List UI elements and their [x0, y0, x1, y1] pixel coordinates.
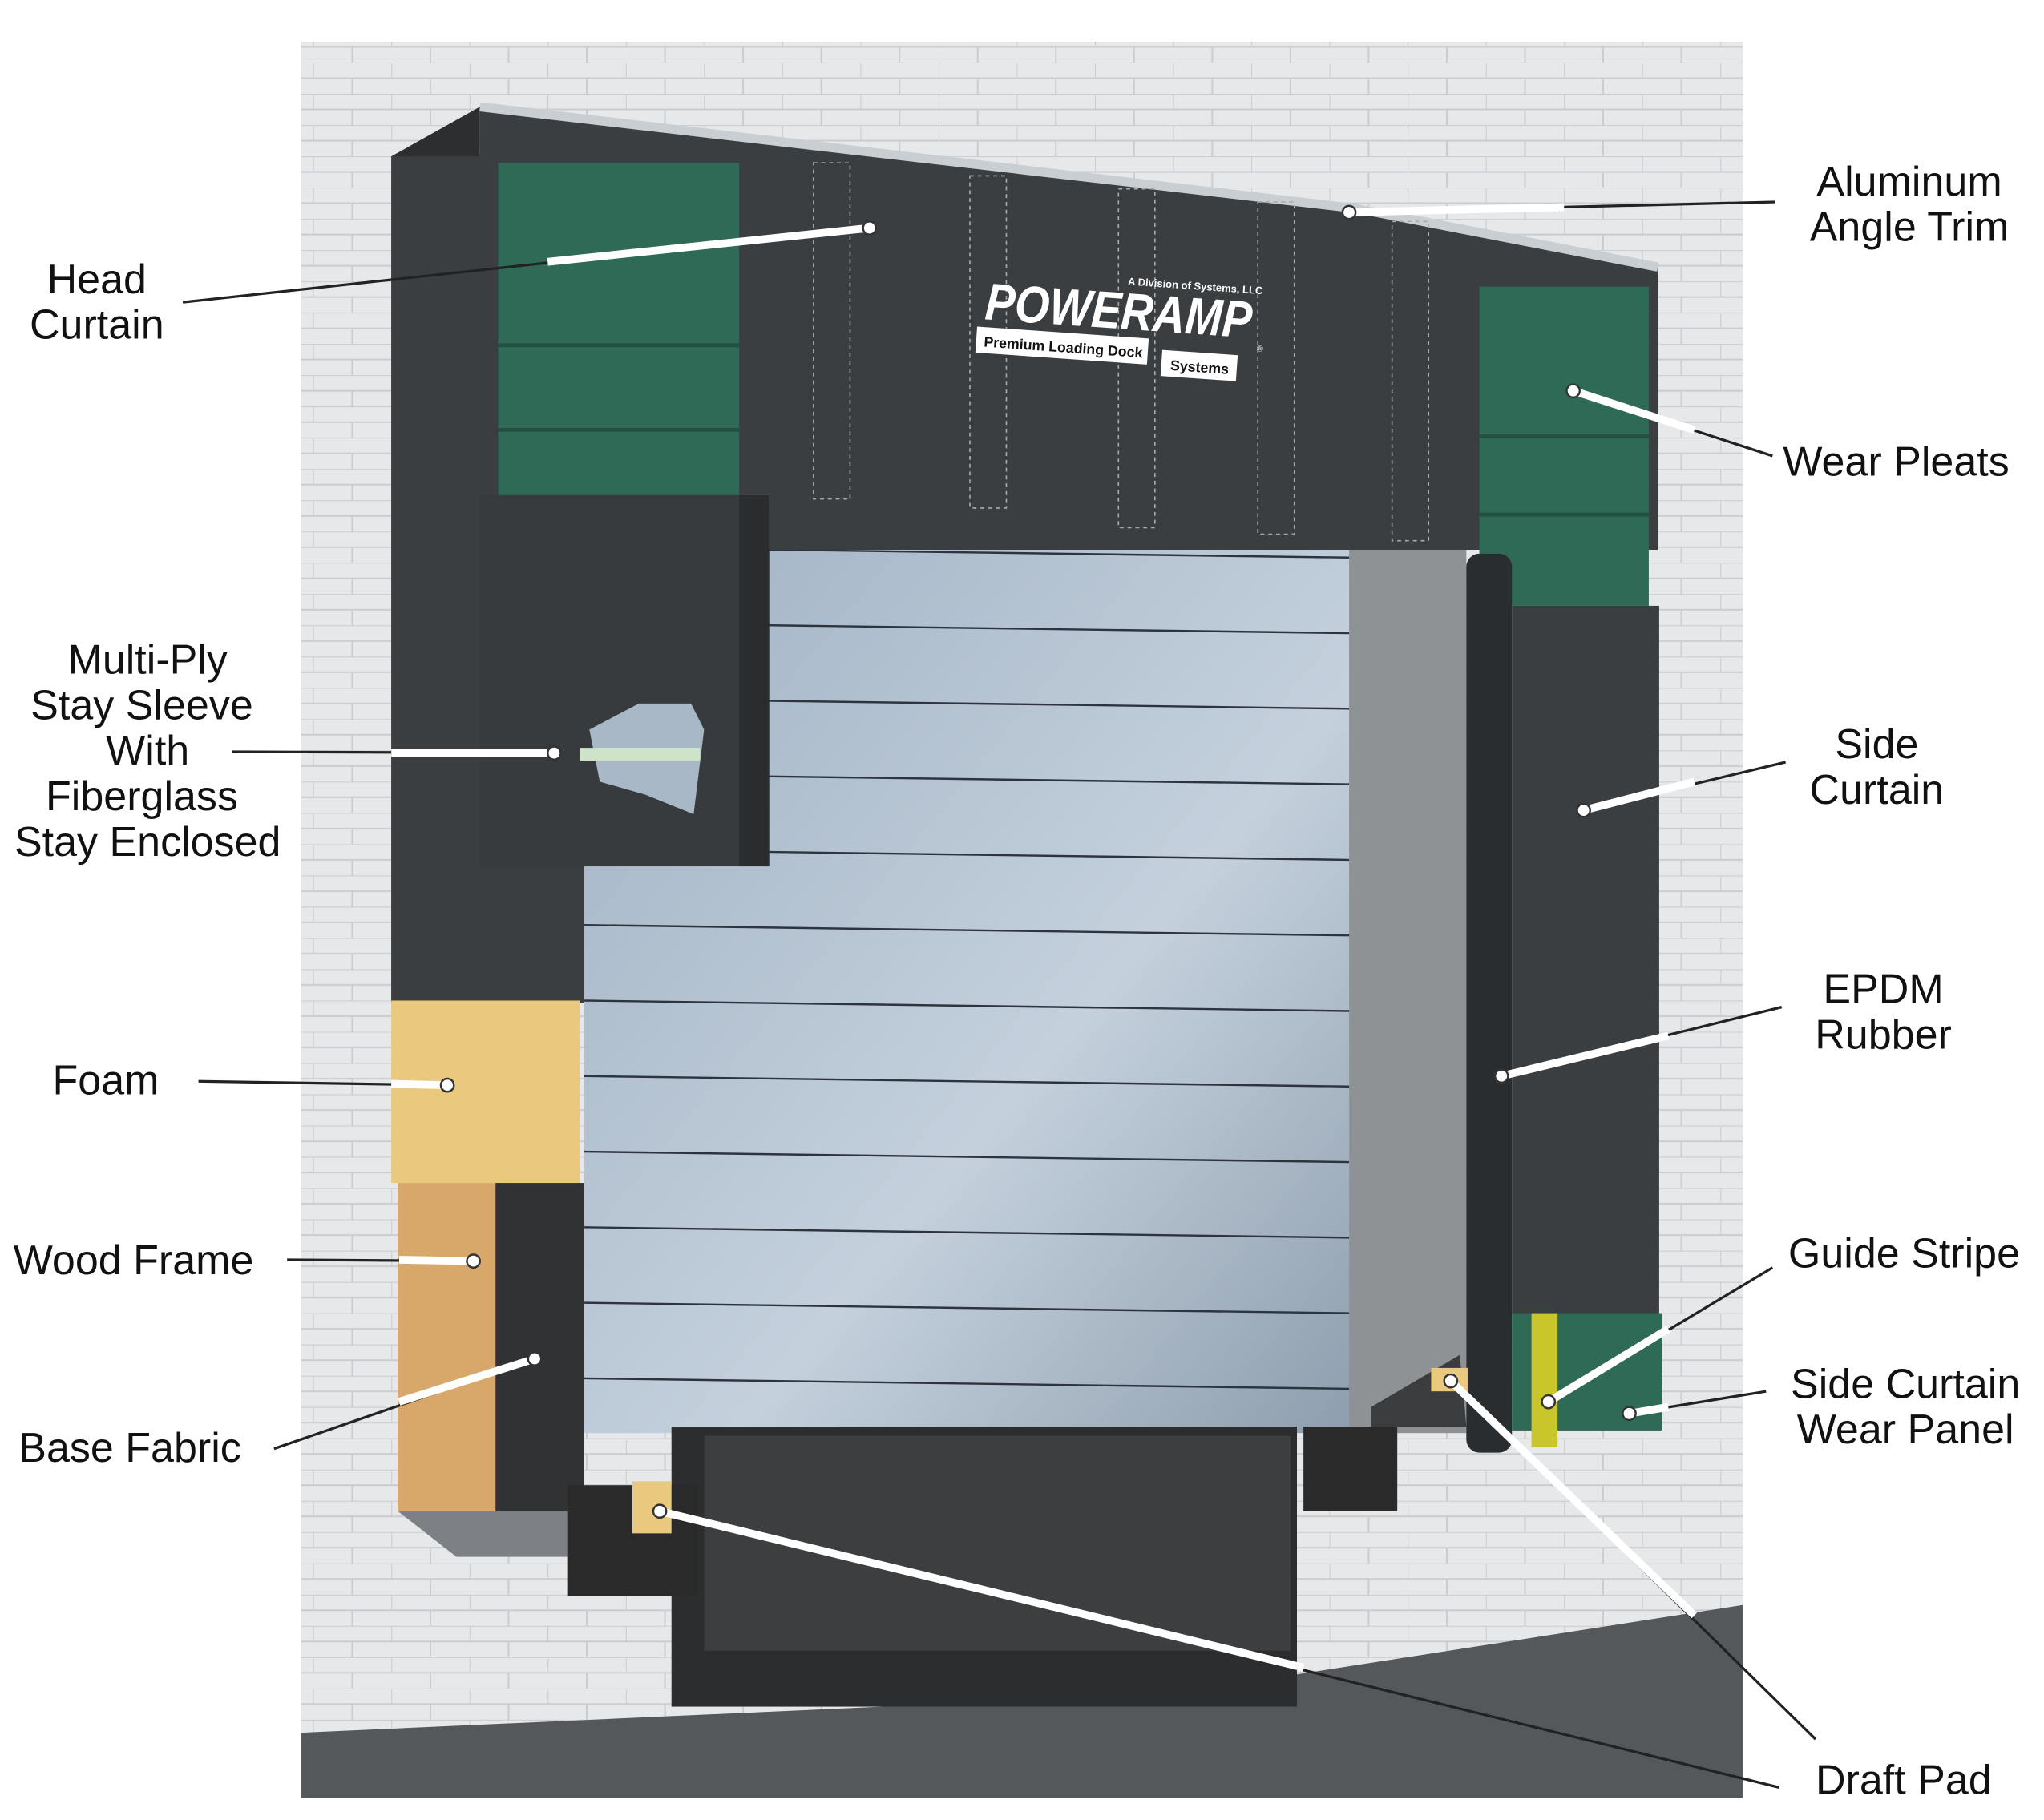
- door-panel-seam: [584, 1377, 1350, 1390]
- foam-block: [391, 1000, 580, 1184]
- right-wear-pleats: [1479, 286, 1649, 606]
- door-panel-seam: [584, 1150, 1350, 1164]
- right-side-curtain: [1512, 605, 1659, 1316]
- logo-registered: ®: [1256, 344, 1264, 354]
- label-wear-pleats: Wear Pleats: [1783, 438, 2009, 485]
- stay-sleeve-flap: [479, 494, 770, 867]
- logo-tagline-right: Systems: [1169, 357, 1229, 377]
- label-draft-pad: Draft Pad: [1816, 1757, 1992, 1803]
- aluminum-angle-trim: [479, 102, 1659, 272]
- head-curtain: [479, 107, 1658, 551]
- door-panel-seam: [584, 1075, 1350, 1088]
- door-panel-seam: [584, 1226, 1350, 1239]
- leader-lines: [182, 200, 1817, 1789]
- label-base-fabric: Base Fabric: [18, 1425, 241, 1471]
- label-wood-frame: Wood Frame: [14, 1237, 254, 1284]
- door-jamb: [1349, 547, 1467, 1434]
- wood-frame: [398, 1183, 499, 1511]
- door-panel-seam: [584, 923, 1350, 937]
- base-fabric: [495, 1183, 584, 1515]
- fiberglass-stay: [580, 748, 701, 761]
- left-wear-pleats: [498, 163, 740, 545]
- right-bumper: [1303, 1427, 1398, 1511]
- base-plate: [398, 1511, 584, 1557]
- poweramp-logo: POWERAMP A Division of Systems, LLC Prem…: [975, 272, 1264, 381]
- label-foam: Foam: [53, 1058, 160, 1104]
- door-panel-seam: [584, 1301, 1350, 1314]
- door-panel-seam: [584, 999, 1350, 1012]
- guide-stripe: [1531, 1313, 1558, 1448]
- label-guide-stripe: Guide Stripe: [1788, 1231, 2020, 1277]
- epdm-rubber: [1466, 553, 1513, 1453]
